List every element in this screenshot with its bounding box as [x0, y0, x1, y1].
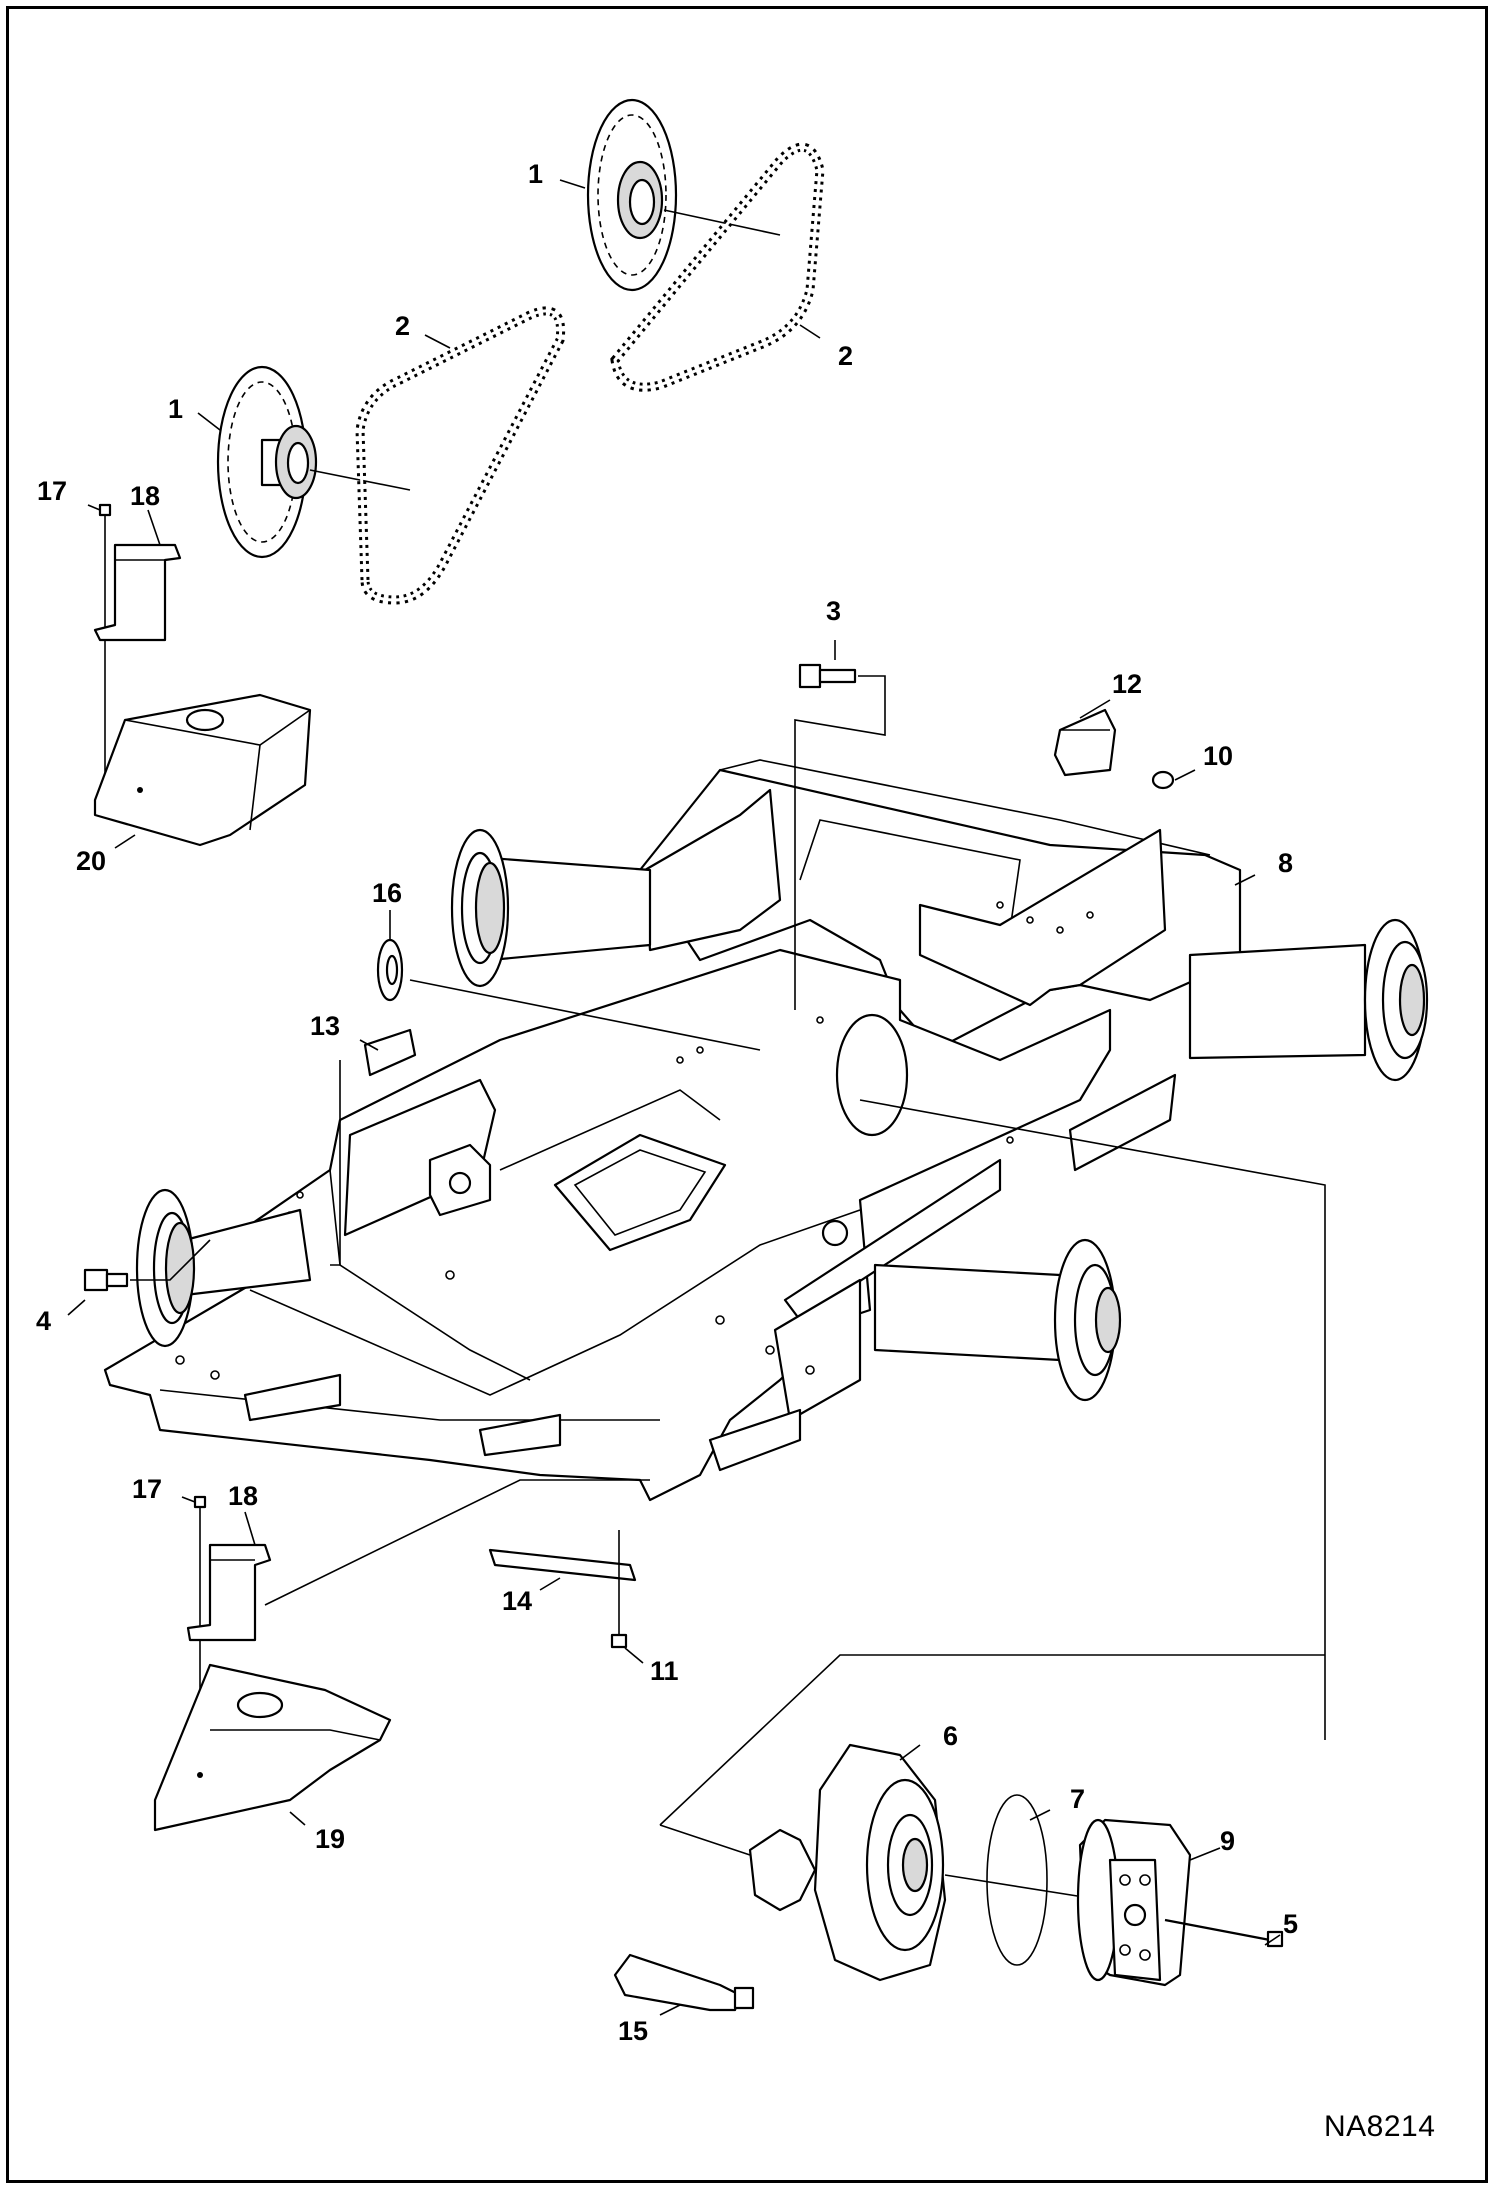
- gearbox-6: [659, 1099, 1326, 1982]
- callout-13: 13: [310, 1011, 340, 1041]
- bolt-17-upper: [98, 503, 112, 790]
- callout-20: 20: [76, 846, 106, 876]
- callout-8: 8: [1278, 848, 1293, 878]
- callout-1-upper: 1: [528, 159, 543, 189]
- callout-7: 7: [1070, 1784, 1085, 1814]
- callout-18-upper: 18: [130, 481, 160, 511]
- bolt-3: [794, 663, 886, 1010]
- diagram-border: [6, 6, 1488, 2183]
- callout-4: 4: [36, 1306, 51, 1336]
- callout-1-lower: 1: [168, 394, 183, 424]
- callout-15: 15: [618, 2016, 648, 2046]
- sealant-tube-15: [613, 1953, 755, 2012]
- axle-lower-left: [135, 1188, 312, 1348]
- callout-17-lower: 17: [132, 1474, 162, 1504]
- callout-2-left: 2: [395, 311, 410, 341]
- axle-upper-left: [450, 828, 652, 988]
- callout-19: 19: [315, 1824, 345, 1854]
- guard-bracket-18-lower: [186, 1479, 650, 1642]
- callout-3: 3: [826, 596, 841, 626]
- drive-chain-right: [610, 142, 825, 392]
- callout-17-upper: 17: [37, 476, 67, 506]
- callout-14: 14: [502, 1586, 532, 1616]
- pad-13: [330, 1028, 417, 1266]
- axle-upper-right: [1188, 918, 1429, 1082]
- sprocket-lower: [216, 365, 411, 559]
- callout-9: 9: [1220, 1826, 1235, 1856]
- motor-9: [1076, 1818, 1192, 1987]
- shield-19: [153, 1663, 392, 1832]
- callout-6: 6: [943, 1721, 958, 1751]
- plug-10: [1151, 770, 1175, 790]
- strip-14: [488, 1548, 637, 1582]
- callout-10: 10: [1203, 741, 1233, 771]
- axle-lower-right: [873, 1238, 1122, 1402]
- bushing-12: [1053, 708, 1117, 777]
- shield-20: [93, 693, 312, 847]
- drive-chain-left: [355, 306, 566, 605]
- bolt-11: [610, 1530, 628, 1649]
- drawing-number: NA8214: [1324, 2110, 1436, 2143]
- callout-5: 5: [1283, 1909, 1298, 1939]
- callout-leaders: [67, 179, 1281, 2016]
- oring-7: [944, 1794, 1091, 1966]
- sprocket-upper: [586, 98, 781, 292]
- bolt-4: [83, 1239, 211, 1292]
- callout-11: 11: [650, 1656, 679, 1686]
- callout-12: 12: [1112, 669, 1142, 699]
- callout-16: 16: [372, 878, 402, 908]
- callout-2-right: 2: [838, 341, 853, 371]
- chassis-main-frame: [103, 759, 1242, 1502]
- guard-bracket-18-upper: [93, 543, 182, 642]
- callout-18-lower: 18: [228, 1481, 258, 1511]
